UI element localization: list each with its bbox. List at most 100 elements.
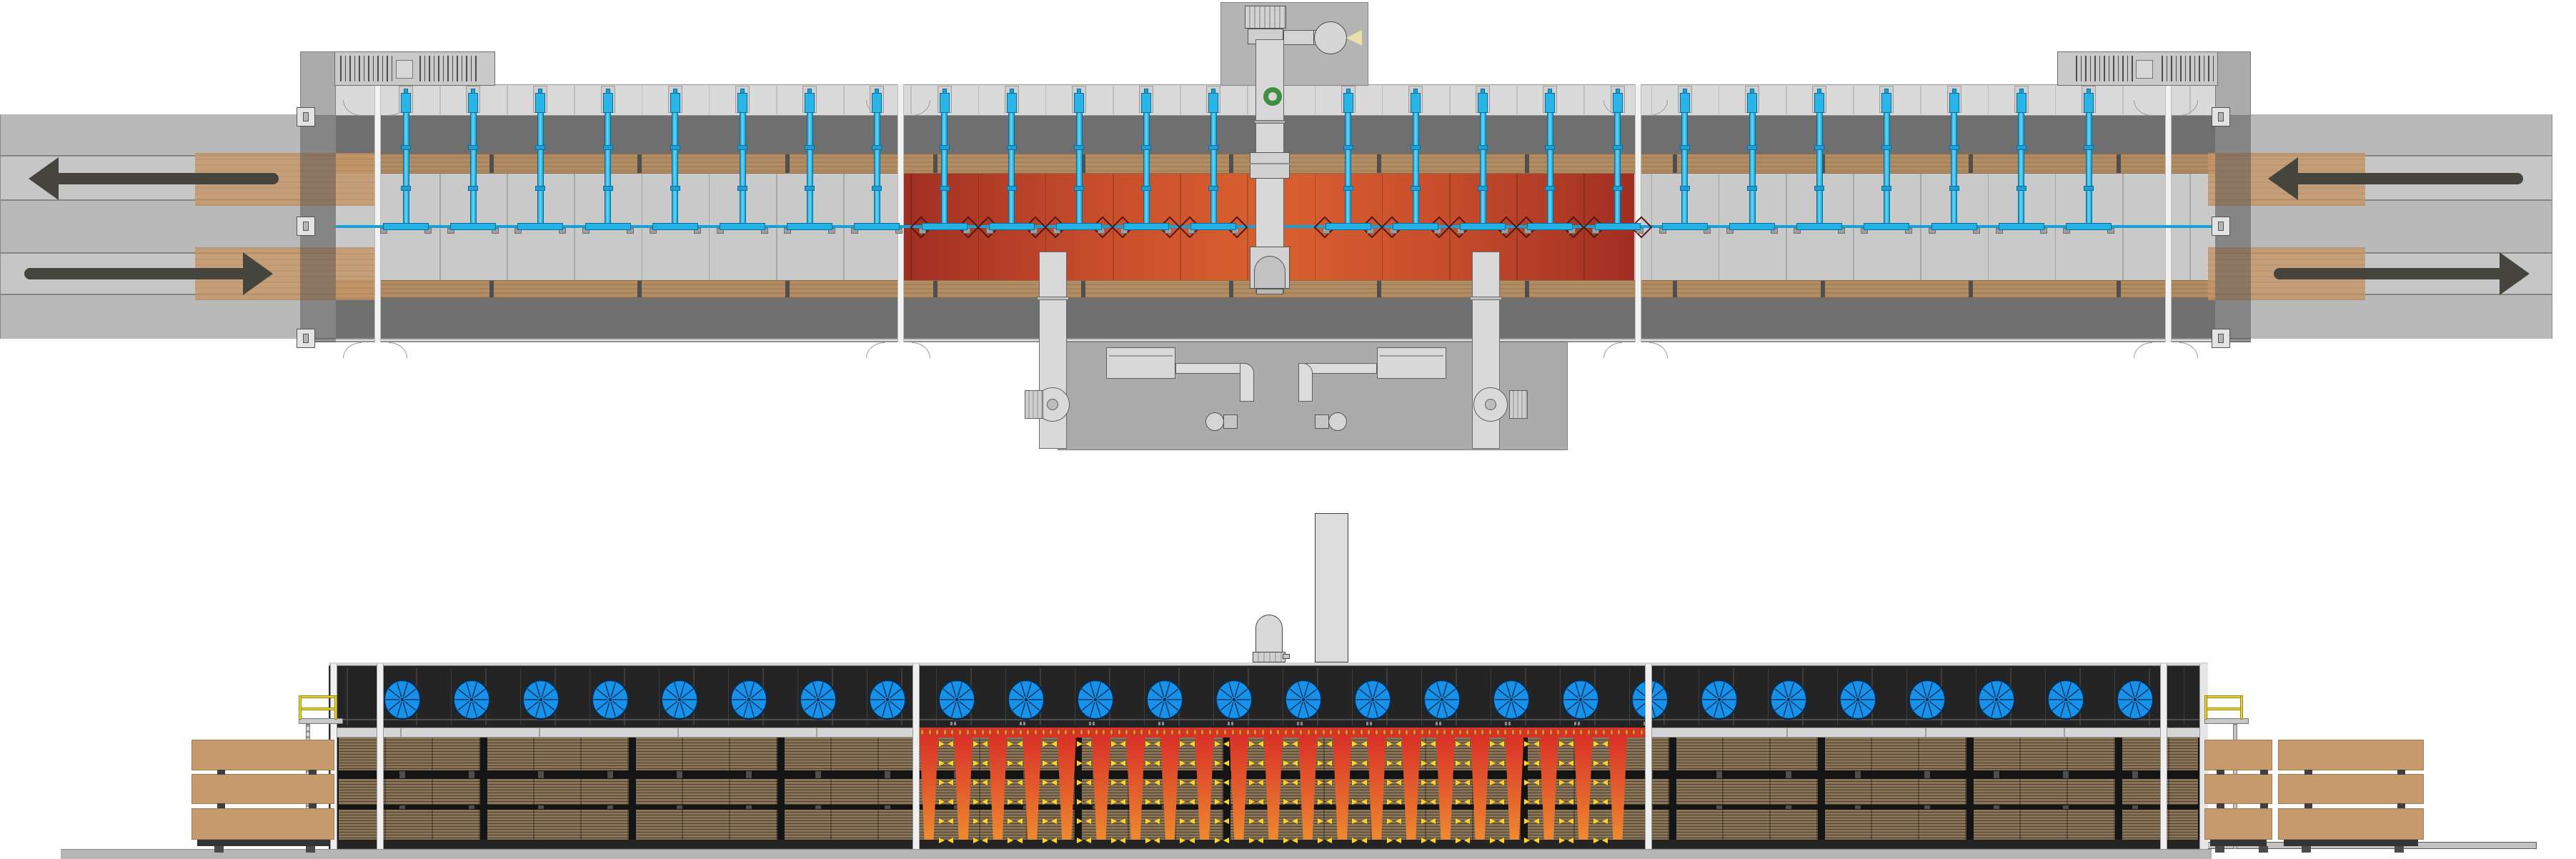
package-foot <box>2395 846 2405 853</box>
airflow-arrow <box>1145 741 1152 747</box>
tube-collar <box>1478 145 1488 150</box>
exchanger-fin <box>382 56 384 81</box>
fan-band-seam <box>866 668 867 725</box>
pump-cabinet-line <box>1380 355 1443 357</box>
exchanger-fin <box>349 56 351 81</box>
burner-nozzle <box>1443 729 1447 735</box>
stack-post <box>399 771 405 778</box>
burner-nozzle <box>1208 729 1212 735</box>
stack-post <box>885 805 890 809</box>
tube-collar <box>1612 186 1623 191</box>
panel-seam <box>1180 86 1181 114</box>
panel-seam <box>2054 86 2057 114</box>
tube-collar <box>670 186 680 191</box>
exchanger-fin <box>2085 56 2087 81</box>
stack-post <box>815 805 821 809</box>
lane-line <box>2214 252 2552 254</box>
burner-nozzle <box>1041 729 1045 735</box>
airflow-arrow <box>1386 780 1393 785</box>
package-spacer <box>2304 770 2312 775</box>
airflow-arrow <box>1524 818 1531 824</box>
airflow-arrow <box>1395 818 1401 824</box>
fan-band-seam <box>1836 668 1838 725</box>
axial-fan-icon <box>382 678 422 721</box>
airflow-arrow <box>1421 818 1427 824</box>
burner-nozzle <box>1571 729 1576 735</box>
tube-cap <box>737 93 747 113</box>
spray-tube <box>1345 113 1352 226</box>
airflow-arrow <box>1188 780 1195 785</box>
stack-post <box>538 771 544 778</box>
airflow-arrow <box>1602 838 1608 843</box>
stack-post <box>2063 805 2069 809</box>
exchanger-fin <box>447 56 449 81</box>
band-tick <box>1158 722 1160 725</box>
lumber-stack <box>785 779 926 805</box>
axial-fan-icon <box>1561 678 1601 721</box>
band-tick <box>1162 722 1164 725</box>
airflow-arrow <box>1050 780 1057 785</box>
airflow-arrow <box>1567 760 1573 766</box>
stack-post <box>399 805 405 809</box>
package-spacer <box>2304 803 2312 808</box>
fan-band-seam <box>1628 668 1630 725</box>
nozzle-base <box>1998 223 2044 230</box>
burner-nozzle <box>1602 729 1606 735</box>
lumber-gap <box>933 281 938 297</box>
spray-tube <box>1479 113 1486 226</box>
fan-band-seam <box>1906 668 1907 725</box>
tube-collar <box>535 145 546 150</box>
burner-nozzle <box>1185 729 1189 735</box>
package-spacer <box>2259 803 2268 808</box>
band-tick <box>950 722 953 725</box>
airflow-arrow <box>1223 818 1229 824</box>
lumber-gap <box>1821 154 1825 173</box>
tube-collar <box>602 186 613 191</box>
mullion <box>2160 664 2167 849</box>
band-tick <box>1297 722 1299 725</box>
stack-post <box>746 771 752 778</box>
airflow-arrow <box>1352 760 1358 766</box>
airflow-arrow <box>1008 780 1014 785</box>
exchanger-fin <box>377 56 379 81</box>
tube-collar <box>1949 145 1959 150</box>
airflow-arrow <box>1145 799 1152 805</box>
burner-nozzle <box>1640 729 1643 735</box>
axial-fan-icon <box>1907 678 1947 721</box>
stack-post <box>1786 805 1791 809</box>
burner-nozzle <box>1526 729 1530 735</box>
lumber-gap <box>1969 154 1973 173</box>
airflow-arrow <box>939 838 945 843</box>
girder-seam <box>2064 728 2065 737</box>
airflow-arrow <box>948 780 954 785</box>
burner-nozzle <box>1533 729 1538 735</box>
spray-tube <box>1816 113 1823 226</box>
airflow-arrow <box>982 780 988 785</box>
band-tick <box>1228 722 1230 725</box>
airflow-arrow <box>1111 818 1117 824</box>
platform-floor <box>299 718 343 724</box>
burner-nozzle <box>1314 729 1318 735</box>
airflow-arrow <box>1421 760 1427 766</box>
girder-seam <box>1786 728 1788 737</box>
burner-nozzle <box>1034 729 1038 735</box>
airflow-arrow <box>1188 799 1195 805</box>
airflow-arrow <box>1421 838 1427 843</box>
girder-seam <box>400 728 402 737</box>
exchanger-fin <box>2175 56 2177 81</box>
exchanger-fin <box>461 56 463 81</box>
airflow-arrow <box>1395 741 1401 747</box>
airflow-arrow <box>1283 741 1289 747</box>
mullion <box>377 664 384 849</box>
lumber-stack <box>1825 738 1966 770</box>
burner-nozzle <box>1413 729 1416 735</box>
axial-fan-icon <box>2046 678 2086 721</box>
airflow-arrow <box>1292 799 1298 805</box>
tube-collar <box>1411 186 1421 191</box>
burner-nozzle <box>1541 729 1546 735</box>
airflow-arrow <box>1490 838 1496 843</box>
airflow-arrow <box>1042 799 1048 805</box>
airflow-arrow <box>1283 780 1289 785</box>
pump-elbow <box>1298 363 1313 402</box>
airflow-arrow <box>1326 780 1333 785</box>
